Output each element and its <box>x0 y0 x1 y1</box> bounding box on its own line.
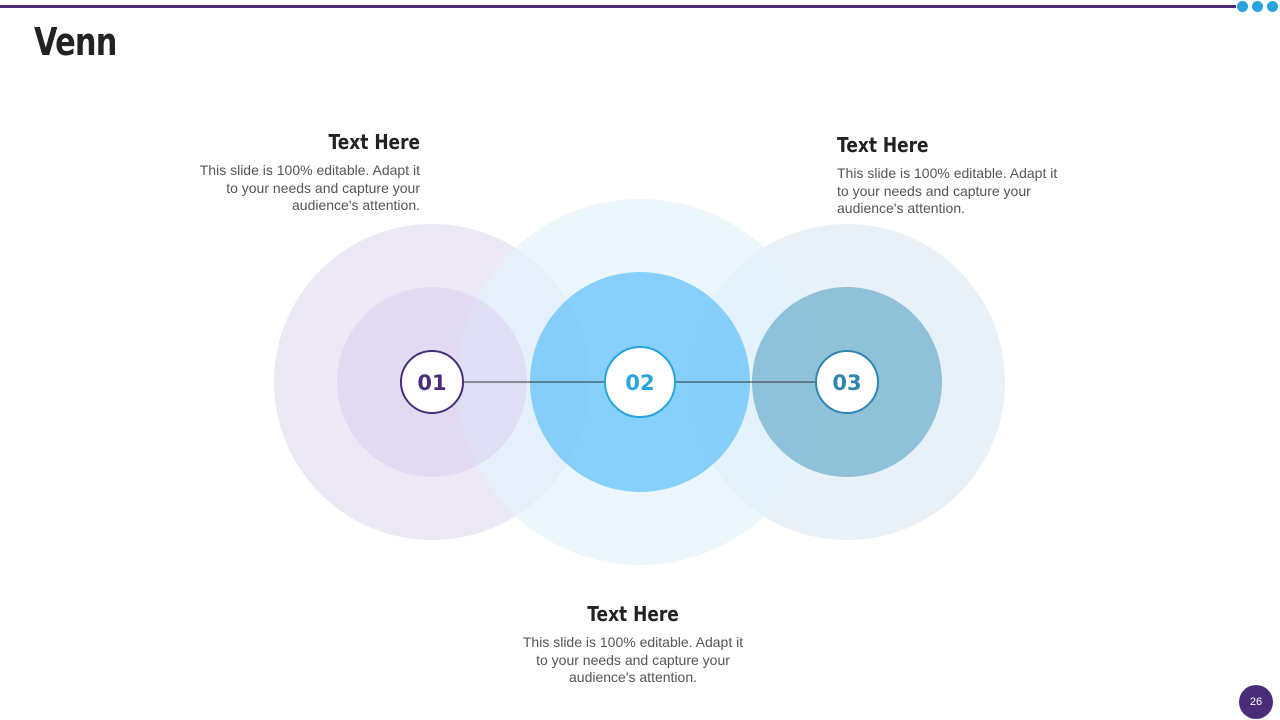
callout-2: Text Here This slide is 100% editable. A… <box>518 602 748 687</box>
top-accent-line <box>0 5 1236 8</box>
node-circle-2 <box>604 346 676 418</box>
page-number-badge: 26 <box>1239 685 1273 719</box>
node-label-1: 01 <box>417 371 446 395</box>
node-circle-3 <box>815 350 879 414</box>
node-label-3: 03 <box>832 371 861 395</box>
callout-3: Text Here This slide is 100% editable. A… <box>837 133 1067 218</box>
callout-2-body: This slide is 100% editable. Adapt it to… <box>522 634 744 685</box>
node-label-2: 02 <box>625 371 654 395</box>
top-dot-3 <box>1267 1 1278 12</box>
callout-1-heading: Text Here <box>328 130 420 154</box>
top-dot-1 <box>1237 1 1248 12</box>
callout-3-body: This slide is 100% editable. Adapt it to… <box>837 165 1058 216</box>
callout-1: Text Here This slide is 100% editable. A… <box>190 130 420 215</box>
callout-2-heading: Text Here <box>587 602 679 626</box>
top-dot-2 <box>1252 1 1263 12</box>
callout-1-body: This slide is 100% editable. Adapt it to… <box>199 162 420 213</box>
slide-title: Venn <box>34 20 117 64</box>
callout-3-heading: Text Here <box>837 133 929 157</box>
node-circle-1 <box>400 350 464 414</box>
